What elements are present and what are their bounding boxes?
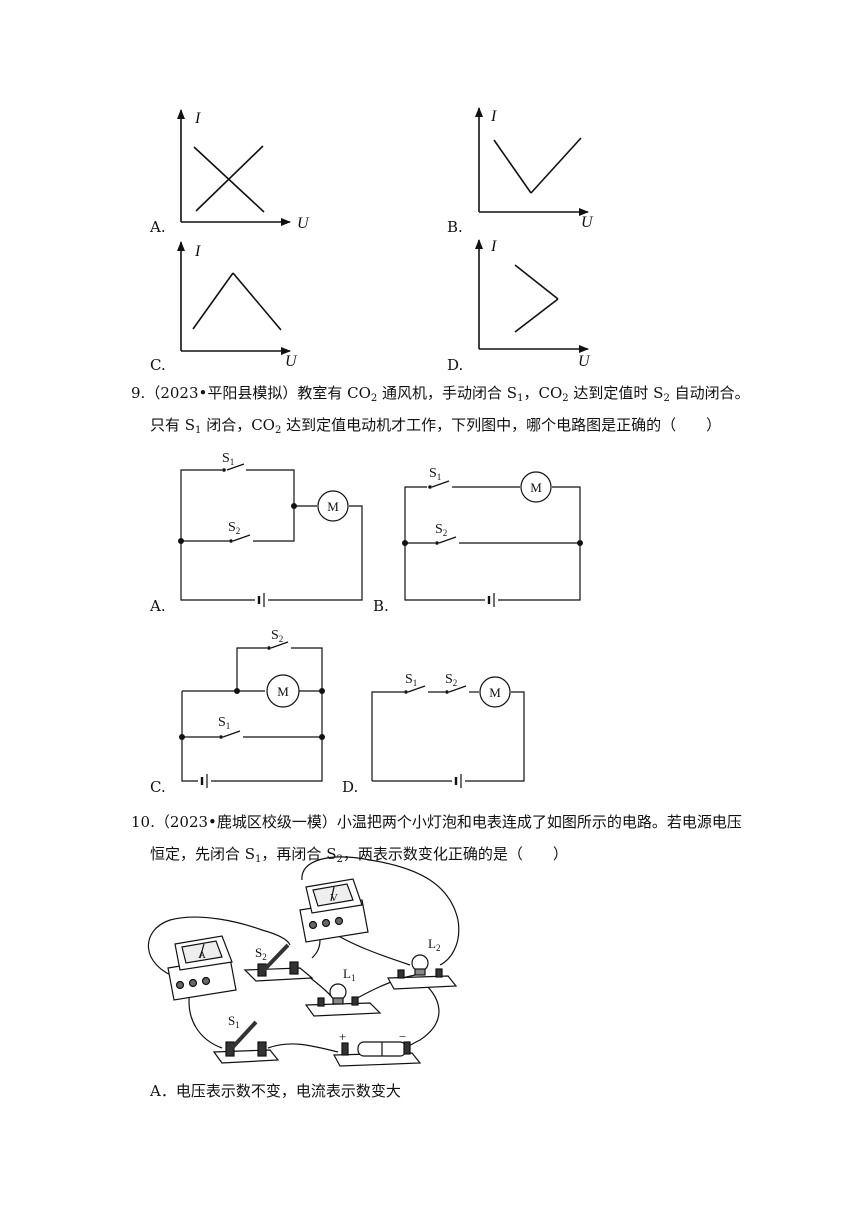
graph-d-option: D. [447, 356, 464, 374]
wires [147, 856, 460, 1053]
graph-c-y-label: I [195, 243, 201, 260]
battery [333, 1041, 422, 1067]
q10-source: （2023•鹿城区校级一模） [154, 813, 337, 831]
switch-s1-label: S1 [228, 1013, 240, 1030]
graph-c [177, 241, 291, 355]
motor-label-a: M [327, 499, 339, 514]
subscript: 2 [663, 393, 670, 404]
circuit-c [181, 641, 323, 788]
subscript: 1 [517, 393, 524, 404]
graph-a-x-label: U [297, 215, 309, 232]
voltmeter-label: V [330, 892, 338, 904]
graph-c-x-label: U [285, 353, 297, 370]
graph-d [475, 239, 589, 353]
q9-number: 9. [131, 384, 146, 402]
graph-b [475, 107, 589, 216]
q9-option-d: D. [342, 778, 359, 796]
q9-text: 只有 S [150, 416, 196, 434]
voltmeter [299, 878, 369, 943]
lamp-l1-label: L1 [343, 966, 355, 983]
q9-text: 通风机，手动闭合 S [377, 384, 518, 402]
q9-option-a: A. [150, 597, 166, 615]
q10-text: 恒定，先闭合 S [150, 845, 256, 863]
q10-text: ，再闭合 S [261, 845, 337, 863]
subscript: 1 [255, 854, 262, 865]
subscript: 2 [562, 393, 569, 404]
q9-source: （2023•平阳县模拟） [145, 384, 298, 402]
circuit-b [404, 471, 581, 607]
graph-a [177, 109, 291, 226]
lamp-l2-label: L2 [428, 936, 440, 953]
q9-text: 达到定值时 S [568, 384, 664, 402]
subscript: 2 [336, 854, 343, 865]
motor-label-d: M [489, 685, 501, 700]
q10-number: 10. [131, 813, 155, 831]
q10-line-2: 恒定，先闭合 S1，再闭合 S2，两表示数变化正确的是（ ） [150, 843, 568, 871]
motor-label-b: M [530, 480, 542, 495]
graph-b-x-label: U [581, 214, 593, 231]
switch-s2-label: S2 [255, 945, 267, 962]
circuit-a [180, 463, 363, 607]
battery-minus-label: − [399, 1029, 406, 1044]
graph-b-y-label: I [491, 108, 497, 125]
graph-d-y-label: I [491, 238, 497, 255]
q9-option-b: B. [373, 597, 389, 615]
iu-graphs [177, 107, 589, 355]
subscript: 2 [370, 393, 378, 404]
motor-label-c: M [277, 684, 289, 699]
q10-line-1: 10.（2023•鹿城区校级一模）小温把两个小灯泡和电表连成了如图所示的电路。若… [131, 811, 742, 833]
q9-text: 达到定值电动机才工作，下列图中，哪个电路图是正确的（ ） [281, 416, 722, 434]
graph-c-option: C. [150, 356, 166, 374]
ammeter [167, 935, 237, 1001]
q9-option-c: C. [150, 778, 166, 796]
lamp-l1 [304, 983, 382, 1017]
circuit-d [371, 676, 525, 788]
q10-option-a: A．电压表示数不变，电流表示数变大 [150, 1082, 401, 1100]
ammeter-label: A [198, 949, 206, 961]
battery-plus-label: + [339, 1029, 346, 1044]
subscript: 2 [274, 425, 282, 436]
q9-text: 自动闭合。 [669, 384, 750, 402]
graph-a-option: A. [150, 218, 166, 236]
lamp-l2 [387, 954, 458, 990]
switch-s1 [212, 1020, 280, 1064]
q9-text: 闭合，CO [201, 416, 275, 434]
q9-circuits: M M M M S1 S2 S1 S2 S2 S1 S1 S2 [178, 451, 583, 788]
q9-text: 教室有 CO [297, 384, 371, 402]
q10-text: ，两表示数变化正确的是（ ） [342, 845, 568, 863]
q9-line-1: 9.（2023•平阳县模拟）教室有 CO2 通风机，手动闭合 S1，CO2 达到… [131, 382, 750, 410]
switch-s2 [243, 943, 314, 982]
q10-text: 小温把两个小灯泡和电表连成了如图所示的电路。若电源电压 [336, 813, 742, 831]
q9-text: ，CO [523, 384, 563, 402]
graph-a-y-label: I [195, 110, 201, 127]
graph-b-option: B. [447, 218, 463, 236]
subscript: 1 [195, 425, 202, 436]
q9-line-2: 只有 S1 闭合，CO2 达到定值电动机才工作，下列图中，哪个电路图是正确的（ … [150, 414, 721, 442]
junction-dots [178, 503, 583, 740]
graph-d-x-label: U [578, 353, 590, 370]
